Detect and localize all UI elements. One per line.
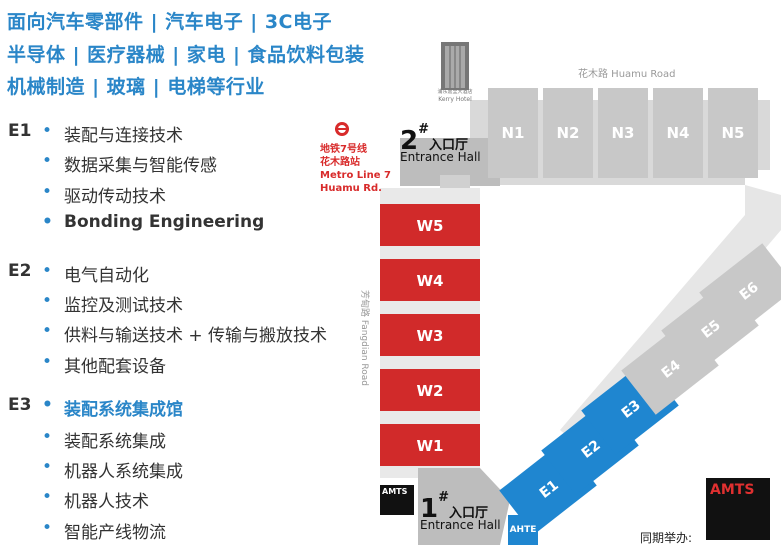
label-n1: N1 [502, 124, 525, 142]
hall-w1 [380, 424, 480, 466]
hall-n1 [488, 88, 538, 178]
label-w1: W1 [417, 437, 444, 455]
e2-item: 监控及测试技术 [42, 291, 183, 316]
label-w3: W3 [417, 327, 444, 345]
zone-label-e2: E2 [8, 261, 32, 281]
entrance-2-label: 2#入口厅 Entrance Hall [400, 122, 481, 164]
e1-item: Bonding Engineering [42, 212, 264, 232]
e2-item: 电气自动化 [42, 261, 149, 286]
hall-n5 [708, 88, 758, 178]
hall-n4 [653, 88, 703, 178]
amts-logo: AMTS [706, 478, 770, 540]
hall-n3 [598, 88, 648, 178]
e3-item: 机器人技术 [42, 487, 149, 512]
e3-heading: 装配系统集成馆 [42, 395, 183, 420]
e3-item: 装配系统集成 [42, 427, 166, 452]
e1-item: 数据采集与智能传感 [42, 151, 217, 176]
e1-item: 装配与连接技术 [42, 121, 183, 146]
industries-line-3: 机械制造 | 玻璃 | 电梯等行业 [7, 76, 265, 98]
e3-item: 机器人系统集成 [42, 457, 183, 482]
hall-w3 [380, 314, 480, 356]
hall-w2 [380, 369, 480, 411]
cohost-label: 同期举办: [640, 531, 693, 545]
industries-line-1: 面向汽车零部件 | 汽车电子 | 3C电子 [7, 11, 333, 33]
hall-e6: E6 [699, 243, 781, 337]
label-n3: N3 [612, 124, 635, 142]
hall-w5 [380, 204, 480, 246]
amts-logo-small: AMTS [380, 485, 414, 515]
industries-line-2: 半导体 | 医疗器械 | 家电 | 食品饮料包装 [7, 44, 365, 66]
metro-station-label: 地铁7号线 花木路站 Metro Line 7 Huamu Rd. [320, 144, 391, 194]
entrance-1-label: 1#入口厅 Entrance Hall [420, 490, 501, 532]
label-w4: W4 [417, 272, 444, 290]
metro-icon [335, 122, 349, 136]
hotel-label-en: Kerry Hotel [438, 96, 472, 103]
hall-n2 [543, 88, 593, 178]
road-west-label: 芳甸路 Fangdian Road [359, 290, 371, 386]
e2-item: 供料与输送技术 + 传输与搬放技术 [42, 321, 327, 346]
hall-w4 [380, 259, 480, 301]
road-north-label: 花木路 Huamu Road [578, 69, 676, 80]
hotel-label-cn: 浦东嘉里大酒店 [437, 88, 472, 95]
label-n4: N4 [667, 124, 690, 142]
e1-item: 驱动传动技术 [42, 182, 166, 207]
zone-label-e1: E1 [8, 121, 32, 141]
hotel-building-icon [441, 42, 469, 90]
e3-item: 智能产线物流 [42, 518, 166, 543]
entrance-1-hall [418, 468, 510, 545]
zone-label-e3: E3 [8, 395, 32, 415]
ahte-logo: AHTE [508, 515, 538, 545]
label-w2: W2 [417, 382, 444, 400]
label-n2: N2 [557, 124, 580, 142]
e2-item: 其他配套设备 [42, 352, 166, 377]
label-n5: N5 [722, 124, 745, 142]
label-w5: W5 [417, 217, 444, 235]
